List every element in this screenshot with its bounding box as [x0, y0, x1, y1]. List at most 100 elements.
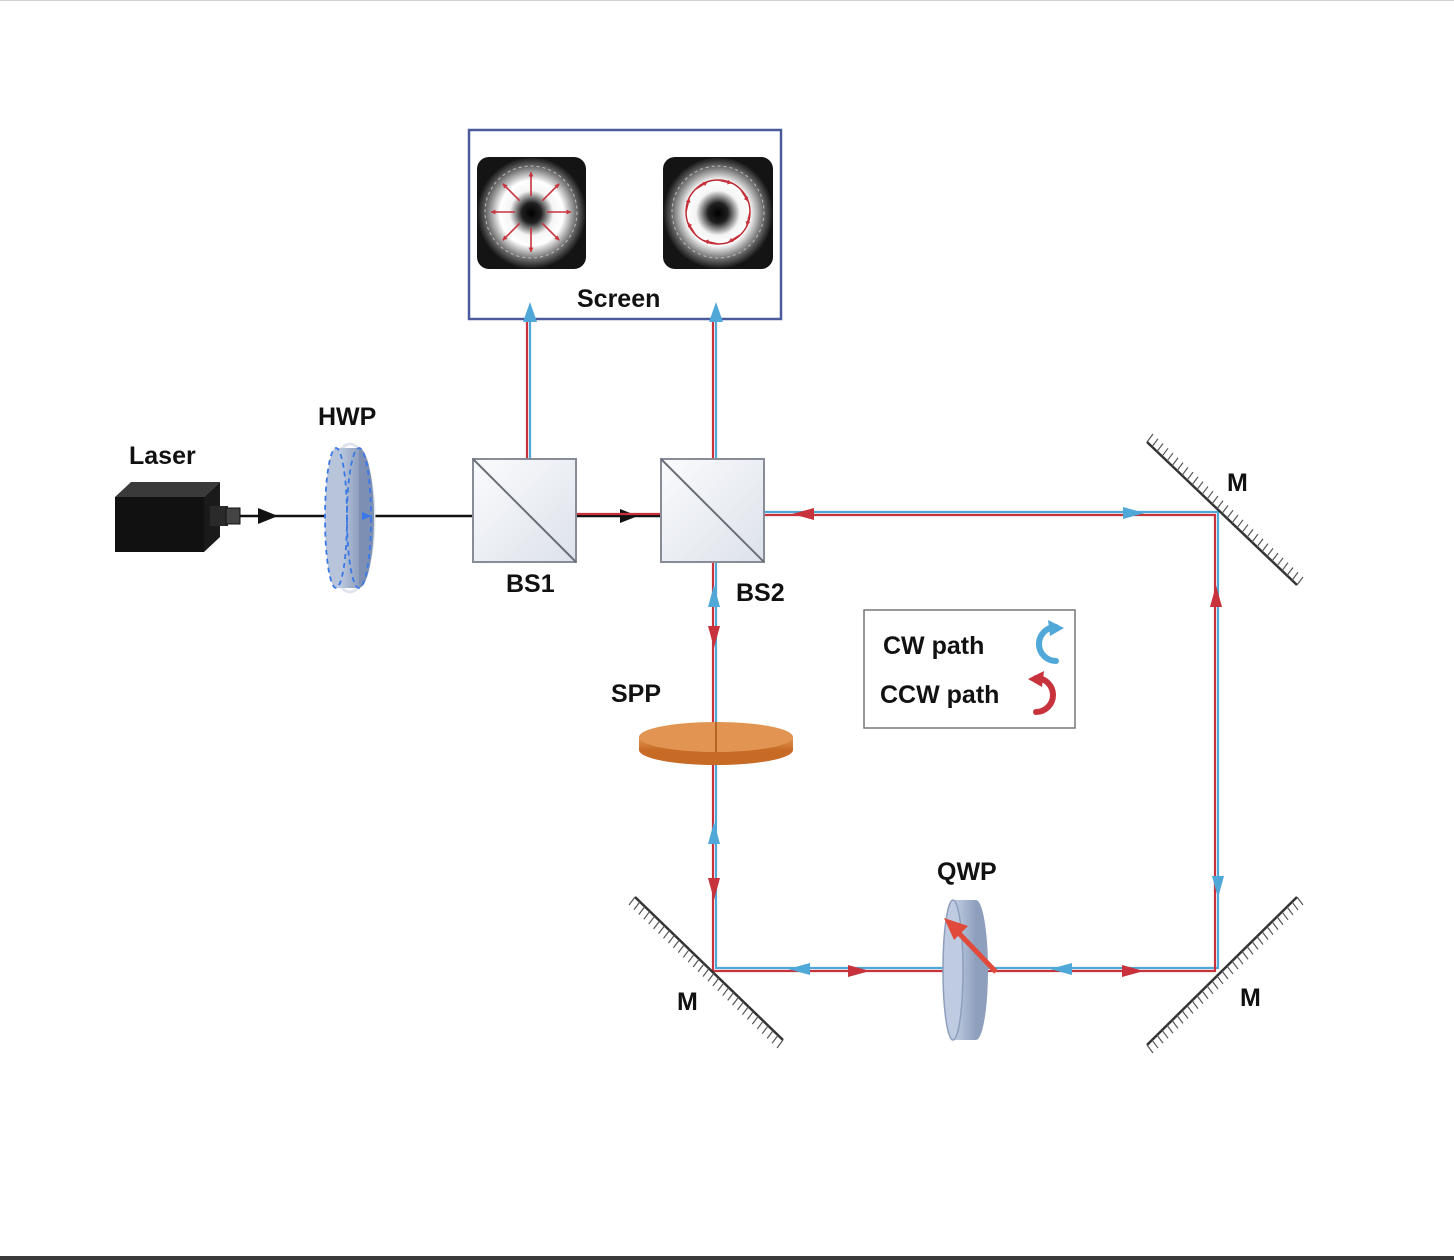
- mirror-hatch: [727, 991, 735, 1001]
- mirror-hatch: [1236, 519, 1244, 529]
- mirror-hatch: [776, 1039, 784, 1049]
- mirror-hatch: [1261, 931, 1269, 940]
- mirror-hatch: [771, 1034, 779, 1044]
- beam-direction-arrows: [523, 302, 1224, 977]
- mirror-hatch: [741, 1006, 749, 1015]
- mirror-hatch: [1241, 950, 1249, 960]
- mirror-hatch: [1156, 443, 1164, 452]
- bottom-border: [0, 1256, 1454, 1260]
- mirror-hatch: [756, 1020, 764, 1030]
- mirror-hatch: [1226, 509, 1234, 519]
- mirror-hatch: [746, 1011, 754, 1020]
- mirror-hatch: [1241, 524, 1249, 533]
- mirror-hatch: [697, 963, 705, 973]
- polarization-arrowhead: [704, 239, 709, 245]
- azimuthal-polarization-pattern: [663, 157, 773, 269]
- mirror-hatch: [1286, 567, 1294, 576]
- mirror-hatch: [1181, 1010, 1189, 1019]
- screen-frame: [467, 128, 783, 321]
- mirror-hatch: [1166, 452, 1174, 462]
- mirror-hatch: [1191, 1000, 1199, 1009]
- mirror-hatch: [663, 930, 671, 939]
- mirror-hatch: [692, 958, 700, 968]
- mirror-hatch: [1251, 941, 1259, 950]
- clockwise-arrow-icon: [1036, 620, 1064, 664]
- spp-label: SPP: [611, 680, 661, 708]
- mirror-hatch: [1161, 1029, 1169, 1039]
- mirror-hatch: [628, 896, 636, 906]
- mirror-hatch: [1196, 481, 1204, 491]
- legend-ccw-label: CCW path: [880, 681, 999, 709]
- mirror-hatch: [1246, 528, 1254, 538]
- mirror-hatch: [1231, 960, 1239, 970]
- mirror-hatch: [1276, 557, 1284, 567]
- polarization-arrowhead: [528, 172, 534, 177]
- mirror-hatch: [682, 949, 690, 958]
- mirror-hatch: [672, 939, 680, 949]
- mirror-hatch: [1251, 533, 1259, 543]
- mirror-hatch: [1271, 921, 1279, 931]
- polarization-arrowhead: [554, 183, 560, 189]
- mirror-hatch: [1186, 471, 1194, 481]
- mirror-hatch: [751, 1015, 759, 1025]
- mirror-hatch: [1236, 955, 1244, 965]
- top-border: [0, 0, 1454, 1]
- laser-source: [115, 482, 241, 552]
- beam-splitter-bs2: [660, 458, 765, 563]
- mirror-hatch: [1291, 901, 1299, 911]
- quarter-wave-plate: [942, 899, 998, 1041]
- mirror-hatch: [761, 1025, 769, 1035]
- mirror-hatch: [658, 925, 666, 934]
- mirror-bottom-left: [628, 896, 784, 1049]
- mirror-bottom-right-label: M: [1240, 984, 1261, 1012]
- beam-splitter-bs1: [472, 458, 577, 563]
- polarization-arrowhead: [743, 196, 749, 202]
- mirror-hatch: [1216, 500, 1224, 510]
- spiral-phase-plate: [639, 722, 793, 765]
- qwp-label: QWP: [937, 858, 997, 886]
- mirror-hatch: [1206, 985, 1214, 995]
- counterclockwise-arrow-icon: [1028, 671, 1056, 715]
- mirror-hatch: [1206, 490, 1214, 500]
- polarization-arrowhead: [685, 198, 691, 203]
- mirror-hatch: [1266, 926, 1274, 935]
- mirror-hatch: [1211, 980, 1219, 990]
- mirror-hatch: [1231, 514, 1239, 524]
- mirror-hatch: [1171, 1019, 1179, 1029]
- mirror-hatch: [1166, 1024, 1174, 1034]
- mirror-hatch: [1246, 945, 1254, 955]
- mirror-hatch: [1176, 1015, 1184, 1024]
- mirror-hatch: [638, 906, 646, 915]
- mirror-hatch: [1176, 462, 1184, 471]
- mirror-bottom-left-label: M: [677, 988, 698, 1016]
- mirror-hatch: [1256, 538, 1264, 548]
- mirror-hatch: [1256, 936, 1264, 945]
- mirror-hatch: [1296, 576, 1304, 586]
- mirror-hatch: [667, 934, 675, 944]
- polarization-arrowhead: [702, 181, 708, 187]
- mirror-hatch: [1281, 562, 1289, 572]
- mirror-hatch: [1286, 906, 1294, 916]
- mirror-hatch: [1146, 433, 1154, 443]
- polarization-arrowhead: [745, 221, 751, 226]
- half-wave-plate: [324, 442, 376, 594]
- polarization-arrowhead: [728, 237, 734, 243]
- mirror-hatch: [1211, 495, 1219, 505]
- mirror-hatch: [712, 977, 720, 987]
- polarization-arrowhead: [491, 209, 496, 215]
- mirror-hatch: [1161, 447, 1169, 457]
- mirror-hatch: [653, 920, 661, 930]
- mirror-hatch: [1216, 975, 1224, 985]
- mirror-hatch: [677, 944, 685, 954]
- mirror-hatch: [1276, 916, 1284, 926]
- mirror-hatch: [1171, 457, 1179, 467]
- mirror-top-right: [1146, 433, 1304, 586]
- mirror-hatch: [1181, 467, 1189, 476]
- mirror-hatch: [633, 901, 641, 911]
- mirror-hatch: [766, 1030, 774, 1039]
- bs2-label: BS2: [736, 579, 785, 607]
- mirror-hatch: [1261, 543, 1269, 552]
- mirror-hatch: [687, 953, 695, 963]
- mirror-hatch: [648, 915, 656, 925]
